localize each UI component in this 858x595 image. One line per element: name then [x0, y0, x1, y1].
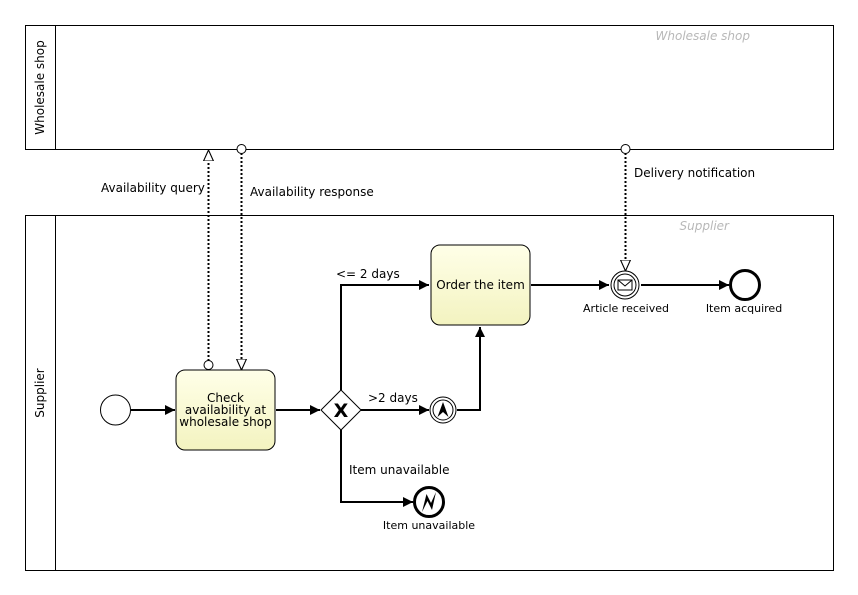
error-icon — [422, 492, 436, 512]
sequence-flow-escalation-to-order[interactable] — [457, 327, 485, 411]
task-check-label-line-3: wholesale shop — [179, 415, 271, 429]
start-event[interactable] — [100, 394, 131, 426]
task-order-label: Order the item — [436, 278, 525, 292]
pool-wholesale-watermark: Wholesale shop — [656, 29, 751, 43]
envelope-icon — [617, 279, 633, 291]
escalation-icon — [437, 402, 449, 417]
message-label-availability-response: Availability response — [250, 185, 374, 199]
flow-label-item-unavailable: Item unavailable — [349, 463, 450, 477]
sequence-flow-gateway-to-order[interactable] — [340, 280, 429, 390]
sequence-flow-gateway-to-unavailable[interactable] — [340, 430, 413, 507]
intermediate-escalation-event[interactable] — [429, 396, 457, 424]
pool-wholesale-shop[interactable]: Wholesale shop Wholesale shop — [25, 25, 834, 150]
message-label-delivery-notification: Delivery notification — [634, 166, 755, 180]
end-event-item-acquired[interactable] — [729, 269, 761, 301]
task-check-availability[interactable]: Check availability at wholesale shop — [175, 369, 276, 451]
task-check-label-line-2: availability at — [185, 403, 266, 417]
pool-supplier-title: Supplier — [33, 368, 47, 418]
intermediate-message-event-article-received[interactable] — [610, 270, 640, 300]
flow-label-le-2-days: <= 2 days — [336, 267, 400, 281]
exclusive-gateway[interactable]: X — [320, 389, 362, 431]
task-order-item[interactable]: Order the item — [430, 244, 531, 326]
exclusive-x-icon: X — [334, 400, 349, 422]
event-label-item-unavailable: Item unavailable — [383, 519, 475, 532]
pool-wholesale-title: Wholesale shop — [33, 40, 47, 134]
end-error-event-item-unavailable[interactable] — [413, 486, 445, 518]
event-label-article-received: Article received — [583, 302, 669, 315]
flow-label-gt-2-days: >2 days — [368, 391, 418, 405]
pool-supplier[interactable]: Supplier Supplier — [25, 215, 834, 571]
event-label-item-acquired: Item acquired — [706, 302, 782, 315]
pool-supplier-watermark: Supplier — [680, 219, 731, 233]
task-check-label-line-1: Check — [207, 391, 244, 405]
message-label-availability-query: Availability query — [101, 181, 205, 195]
